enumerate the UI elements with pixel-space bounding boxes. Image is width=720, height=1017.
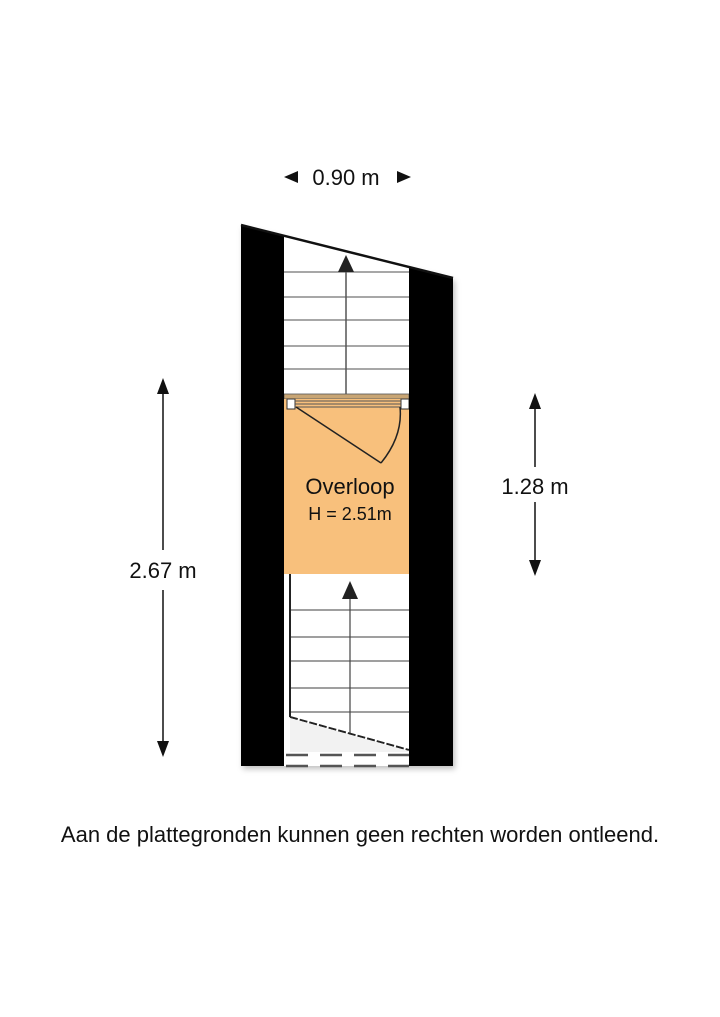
arrow-down-icon — [157, 741, 169, 757]
arrow-down-icon — [529, 560, 541, 576]
disclaimer-text: Aan de plattegronden kunnen geen rechten… — [60, 822, 660, 847]
svg-text:1.28 m: 1.28 m — [501, 474, 568, 499]
dimension-height-left: 2.67 m — [129, 378, 197, 757]
door-swing-icon — [295, 406, 402, 464]
arrow-right-icon — [397, 171, 411, 183]
right-wall — [409, 267, 453, 766]
arrow-up-icon — [529, 393, 541, 409]
room-overloop: Overloop H = 2.51m — [284, 398, 410, 574]
svg-text:0.90 m: 0.90 m — [312, 165, 379, 190]
threshold — [283, 393, 410, 400]
arrow-left-icon — [284, 171, 298, 183]
dimension-width-top: 0.90 m — [284, 165, 411, 190]
dimension-height-right: 1.28 m — [501, 393, 569, 576]
bottom-opening — [286, 753, 409, 768]
room-name: Overloop — [305, 474, 394, 499]
arrow-up-icon — [157, 378, 169, 394]
stair-up-arrow-icon — [342, 581, 358, 599]
lower-stair — [289, 574, 410, 752]
upper-stair — [284, 236, 409, 394]
stair-up-arrow-icon — [338, 255, 354, 272]
room-height: H = 2.51m — [308, 504, 392, 524]
walls — [240, 223, 454, 766]
left-wall — [241, 225, 284, 766]
svg-text:2.67 m: 2.67 m — [129, 558, 196, 583]
